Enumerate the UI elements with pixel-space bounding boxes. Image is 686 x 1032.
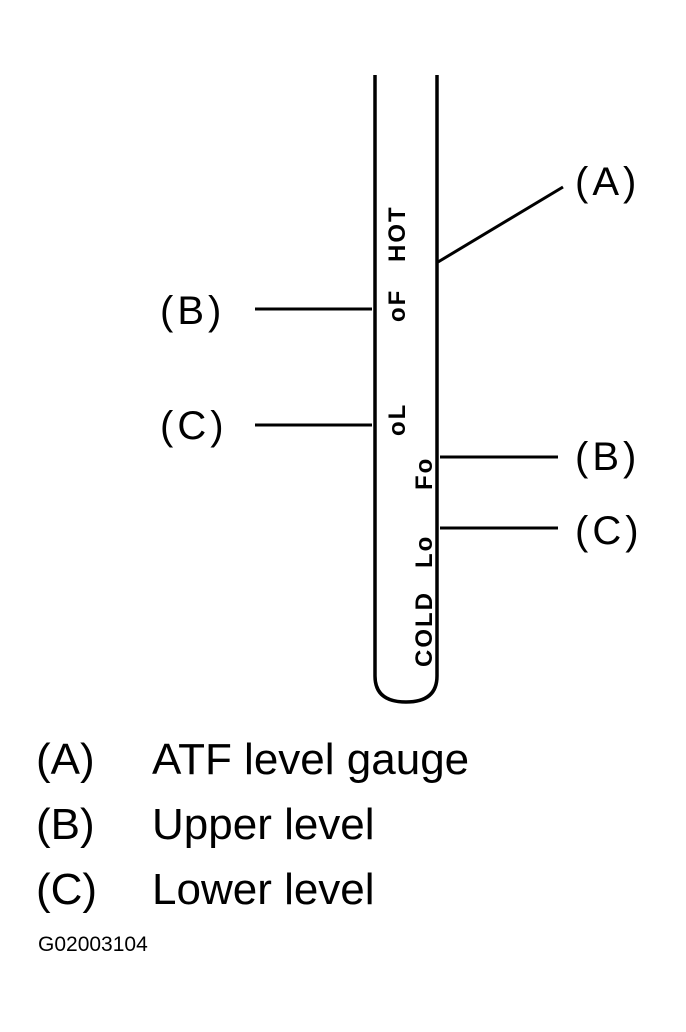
figure-id: G02003104 (38, 933, 148, 956)
cold-label: COLD (411, 591, 438, 667)
hot-label: HOT (384, 205, 411, 262)
callout-c-right: (C) (575, 509, 643, 553)
callout-b-right: (B) (575, 435, 640, 479)
cold-upper-mark: Fo (411, 457, 438, 490)
callout-a: (A) (575, 160, 640, 204)
hot-upper-mark: oF (384, 289, 411, 322)
cold-lower-mark: Lo (411, 535, 438, 568)
legend-text-c: Lower level (152, 865, 375, 914)
legend-key-a: (A) (36, 735, 95, 784)
leader-line-a (437, 185, 564, 264)
legend-key-b: (B) (36, 800, 95, 849)
dipstick-outline (373, 75, 439, 704)
callout-c-left: (C) (160, 404, 228, 448)
legend-key-c: (C) (36, 865, 98, 914)
legend-text-a: ATF level gauge (152, 735, 470, 784)
legend-text-b: Upper level (152, 800, 375, 849)
hot-lower-mark: oL (384, 403, 411, 436)
callout-b-left: (B) (160, 289, 225, 333)
